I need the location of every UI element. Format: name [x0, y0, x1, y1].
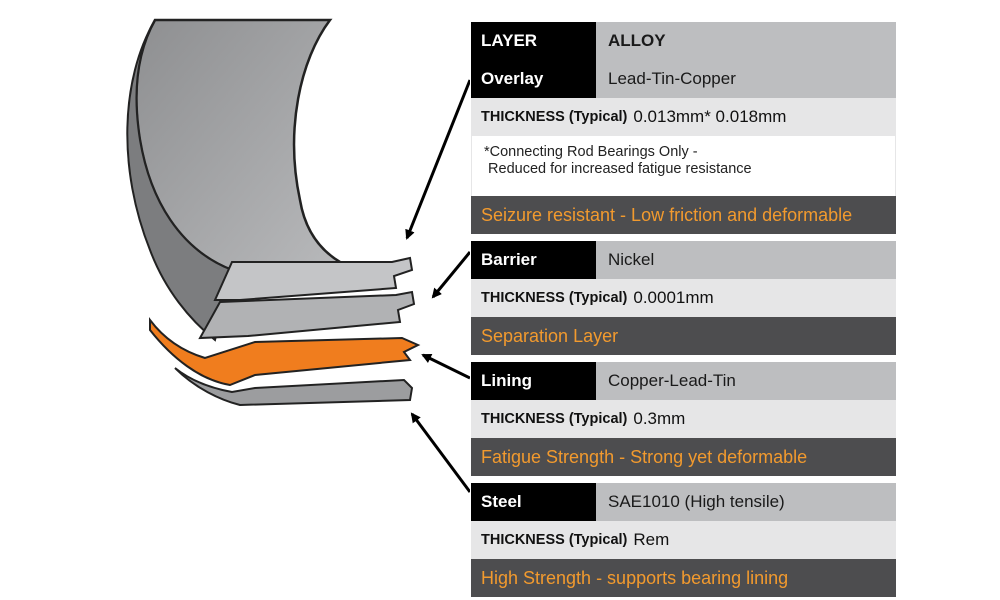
barrier-layer: [198, 290, 416, 340]
lining-property: Fatigue Strength - Strong yet deformable: [471, 438, 896, 476]
steel-arrow: [410, 412, 470, 493]
lining-arrow: [421, 353, 470, 380]
barrier-property: Separation Layer: [471, 317, 896, 355]
steel-property: High Strength - supports bearing lining: [471, 559, 896, 597]
overlay-note: *Connecting Rod Bearings Only - Reduced …: [471, 136, 896, 196]
overlay-layer: [213, 256, 414, 301]
steel-thickness-value: Rem: [633, 530, 670, 549]
steel-layer: [174, 367, 414, 407]
overlay-layer-name: Overlay: [471, 60, 596, 98]
barrier-row: Barrier Nickel: [471, 241, 896, 279]
overlay-arrow: [405, 79, 470, 240]
barrier-alloy: Nickel: [596, 241, 896, 279]
table-header-row: LAYER ALLOY: [471, 22, 896, 60]
barrier-thickness: THICKNESS (Typical) 0.0001mm: [471, 279, 896, 317]
lining-layer-name: Lining: [471, 362, 596, 400]
barrier-arrow: [431, 251, 470, 299]
lining-layer: [149, 317, 421, 387]
steel-layer-name: Steel: [471, 483, 596, 521]
steel-alloy: SAE1010 (High tensile): [596, 483, 896, 521]
steel-thickness-label: THICKNESS (Typical): [481, 532, 628, 548]
barrier-thickness-label: THICKNESS (Typical): [481, 290, 628, 306]
lining-alloy: Copper-Lead-Tin: [596, 362, 896, 400]
alloy-column-header: ALLOY: [596, 22, 896, 60]
steel-thickness: THICKNESS (Typical) Rem: [471, 521, 896, 559]
barrier-layer-name: Barrier: [471, 241, 596, 279]
layer-column-header: LAYER: [471, 22, 596, 60]
overlay-property: Seizure resistant - Low friction and def…: [471, 196, 896, 234]
steel-row: Steel SAE1010 (High tensile): [471, 483, 896, 521]
overlay-alloy: Lead-Tin-Copper: [596, 60, 896, 98]
overlay-thickness-value: 0.013mm* 0.018mm: [633, 107, 787, 126]
overlay-note-line2: Reduced for increased fatigue resistance: [484, 161, 752, 177]
overlay-note-line1: *Connecting Rod Bearings Only -: [484, 144, 698, 160]
lining-thickness-label: THICKNESS (Typical): [481, 411, 628, 427]
overlay-thickness-label: THICKNESS (Typical): [481, 109, 628, 125]
bearing-illustration: [126, 18, 470, 493]
lining-thickness: THICKNESS (Typical) 0.3mm: [471, 400, 896, 438]
overlay-thickness: THICKNESS (Typical) 0.013mm* 0.018mm: [471, 98, 896, 136]
barrier-thickness-value: 0.0001mm: [633, 288, 714, 307]
layer-spec-table: LAYER ALLOY Overlay Lead-Tin-Copper THIC…: [471, 22, 896, 597]
lining-thickness-value: 0.3mm: [633, 409, 686, 428]
lining-row: Lining Copper-Lead-Tin: [471, 362, 896, 400]
overlay-row: Overlay Lead-Tin-Copper: [471, 60, 896, 98]
